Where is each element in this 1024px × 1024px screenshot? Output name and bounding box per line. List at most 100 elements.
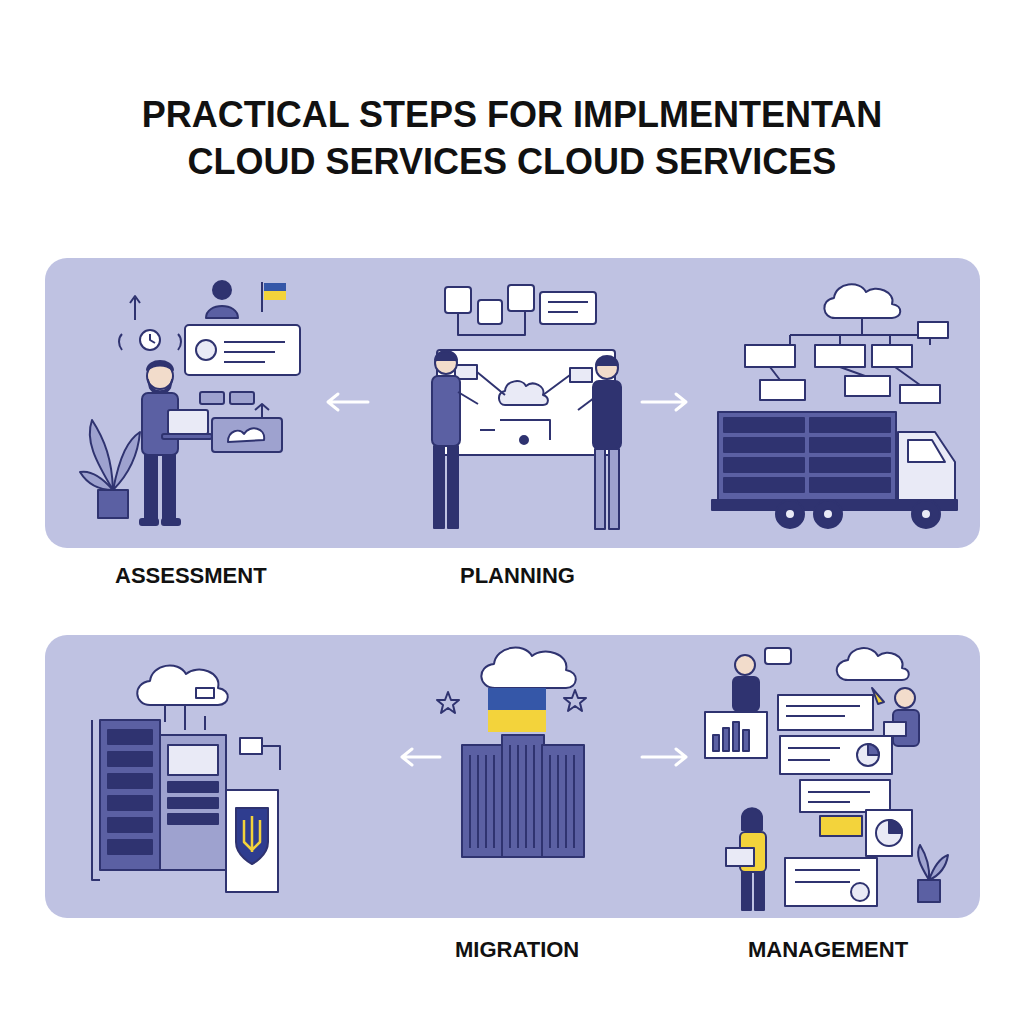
- step-label: MANAGEMENT: [748, 937, 908, 963]
- transfer-figure: [790, 318, 930, 345]
- management-figure: [765, 648, 791, 664]
- transfer-figure: [912, 500, 940, 528]
- transfer-figure: [810, 418, 890, 432]
- transfer-figure: [724, 478, 804, 492]
- management-figure: [788, 748, 840, 760]
- management-figure: [857, 744, 879, 766]
- planning-figure: [508, 285, 534, 311]
- planning-figure: [596, 357, 618, 379]
- transfer-figure: [898, 432, 955, 505]
- planning-figure: [445, 287, 471, 313]
- secure-servers-figure: [108, 774, 152, 788]
- data-center-figure: [470, 745, 574, 848]
- transfer-figure: [770, 367, 920, 385]
- management-figure: [733, 722, 739, 751]
- management-figure: [726, 848, 754, 866]
- planning-figure: [499, 381, 548, 405]
- planning-figure: [520, 436, 528, 444]
- planning-figure: [578, 398, 594, 410]
- flow-arrow: [328, 394, 686, 765]
- assessment-figure: [228, 428, 264, 442]
- management-figure: [884, 722, 906, 736]
- planning-figure: [478, 300, 502, 324]
- data-center-figure: [481, 648, 575, 688]
- transfer-figure: [814, 500, 842, 528]
- transfer-figure: [724, 438, 804, 452]
- planning-figure: [448, 446, 458, 528]
- planning-figure: [596, 356, 618, 365]
- management-figure: [723, 728, 729, 751]
- management-figure: [851, 883, 869, 901]
- assessment-figure: [80, 281, 300, 525]
- management-figure: [837, 648, 909, 680]
- assessment-figure: [224, 351, 275, 353]
- assessment-figure: [213, 281, 231, 299]
- management-figure: [866, 810, 912, 856]
- secure-servers-figure: [226, 790, 278, 892]
- assessment-figure: [113, 432, 140, 490]
- transfer-figure: [712, 284, 957, 528]
- title: PRACTICAL STEPS FOR IMPLMENTENTAN CLOUD …: [82, 92, 942, 186]
- data-center-figure: [564, 690, 586, 711]
- step-label: MIGRATION: [455, 937, 579, 963]
- assessment-figure: [264, 283, 286, 291]
- secure-servers-figure: [108, 796, 152, 810]
- flow-arrow: [642, 394, 686, 410]
- planning-figure: [458, 311, 525, 335]
- management-figure: [889, 820, 902, 833]
- transfer-figure: [776, 500, 804, 528]
- assessment-figure: [264, 291, 286, 300]
- assessment-figure: [140, 519, 158, 525]
- management-figure: [742, 872, 751, 910]
- transfer-figure: [908, 440, 945, 462]
- planning-figure: [477, 372, 570, 440]
- data-center-figure: [502, 735, 544, 857]
- transfer-figure: [810, 438, 890, 452]
- transfer-figure: [810, 478, 890, 492]
- assessment-figure: [230, 392, 254, 404]
- assessment-figure: [162, 519, 180, 525]
- assessment-figure: [148, 380, 172, 394]
- planning-figure: [595, 449, 605, 529]
- secure-servers-figure: [108, 818, 152, 832]
- data-center-figure: [488, 688, 546, 710]
- transfer-figure: [745, 345, 795, 367]
- transfer-figure: [921, 509, 931, 519]
- assessment-figure: [168, 410, 208, 434]
- management-figure: [929, 855, 948, 880]
- assessment-figure: [162, 434, 212, 439]
- transfer-figure: [900, 385, 940, 403]
- management-figure: [733, 677, 759, 711]
- transfer-figure: [760, 380, 805, 400]
- secure-servers-figure: [108, 730, 152, 744]
- management-figure: [895, 688, 915, 708]
- assessment-figure: [130, 296, 140, 303]
- transfer-figure: [785, 509, 795, 519]
- management-figure: [713, 735, 719, 751]
- flow-arrow: [402, 749, 440, 765]
- panel-band: [45, 258, 980, 548]
- transfer-figure: [872, 345, 912, 367]
- planning-figure: [435, 351, 457, 360]
- planning-figure: [540, 292, 596, 324]
- secure-servers-figure: [137, 666, 228, 705]
- assessment-figure: [98, 490, 128, 518]
- assessment-figure: [200, 392, 224, 404]
- management-figure: [820, 816, 862, 836]
- transfer-figure: [718, 412, 896, 500]
- management-figure: [785, 858, 877, 906]
- secure-servers-figure: [160, 735, 226, 870]
- planning-figure: [548, 301, 588, 303]
- planning-figure: [593, 381, 621, 449]
- planning-figure: [548, 311, 578, 313]
- assessment-figure: [224, 361, 265, 363]
- management-figure: [918, 880, 940, 902]
- transfer-figure: [824, 284, 900, 318]
- transfer-figure: [724, 418, 804, 432]
- assessment-figure: [147, 361, 173, 370]
- secure-servers-figure: [168, 782, 218, 792]
- assessment-figure: [212, 418, 282, 452]
- management-figure: [795, 870, 860, 882]
- step-label: ASSESSMENT: [115, 563, 267, 589]
